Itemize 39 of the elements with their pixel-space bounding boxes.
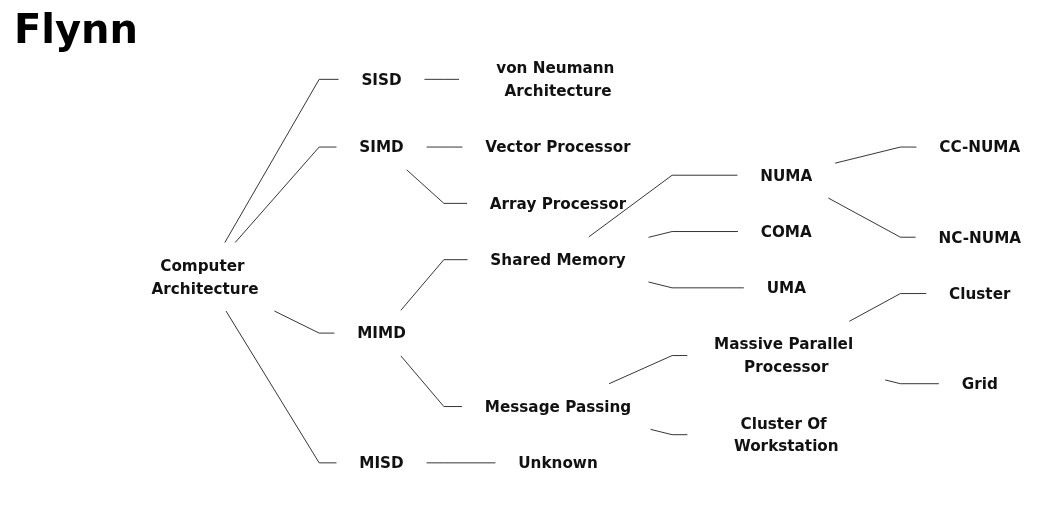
- connector: [884, 379, 940, 385]
- node-text: Array Processor: [489, 194, 627, 213]
- node-text: Vector Processor: [485, 138, 631, 157]
- node-text: Computer Architecture: [151, 256, 259, 298]
- node-text: von Neumann Architecture: [496, 58, 615, 100]
- node-text: MISD: [359, 453, 404, 473]
- node-text: Massive Parallel Processor: [714, 335, 854, 377]
- node-text: Unknown: [518, 453, 598, 473]
- connector: [273, 310, 335, 334]
- node-text: Shared Memory: [490, 250, 626, 269]
- node-text: SIMD: [359, 138, 404, 157]
- diagram-title: Flynn: [14, 6, 139, 52]
- connector: [648, 231, 739, 238]
- connector: [224, 79, 340, 244]
- node-text: NUMA: [760, 166, 813, 185]
- node-text: SISD: [361, 70, 402, 89]
- node-text: UMA: [766, 278, 806, 298]
- connector: [426, 462, 496, 464]
- node-text: Cluster: [949, 284, 1011, 303]
- node-text: Cluster Of Workstation: [733, 414, 839, 456]
- connector: [650, 429, 688, 436]
- connector: [608, 355, 688, 385]
- node-text: CC-NUMA: [939, 138, 1021, 157]
- connector: [848, 293, 927, 322]
- node-text: NC-NUMA: [938, 228, 1022, 247]
- connector: [834, 146, 917, 164]
- connector: [234, 146, 337, 244]
- connector: [406, 169, 468, 204]
- connector: [400, 259, 468, 311]
- node-text: Grid: [961, 374, 998, 393]
- connector: [225, 310, 337, 464]
- connector: [424, 79, 460, 80]
- node-text: MIMD: [357, 324, 406, 343]
- connector: [588, 174, 738, 238]
- node-text: Message Passing: [484, 397, 632, 416]
- connector: [400, 355, 463, 408]
- node-text: COMA: [760, 222, 812, 241]
- connector: [648, 281, 745, 289]
- connector: [827, 197, 917, 238]
